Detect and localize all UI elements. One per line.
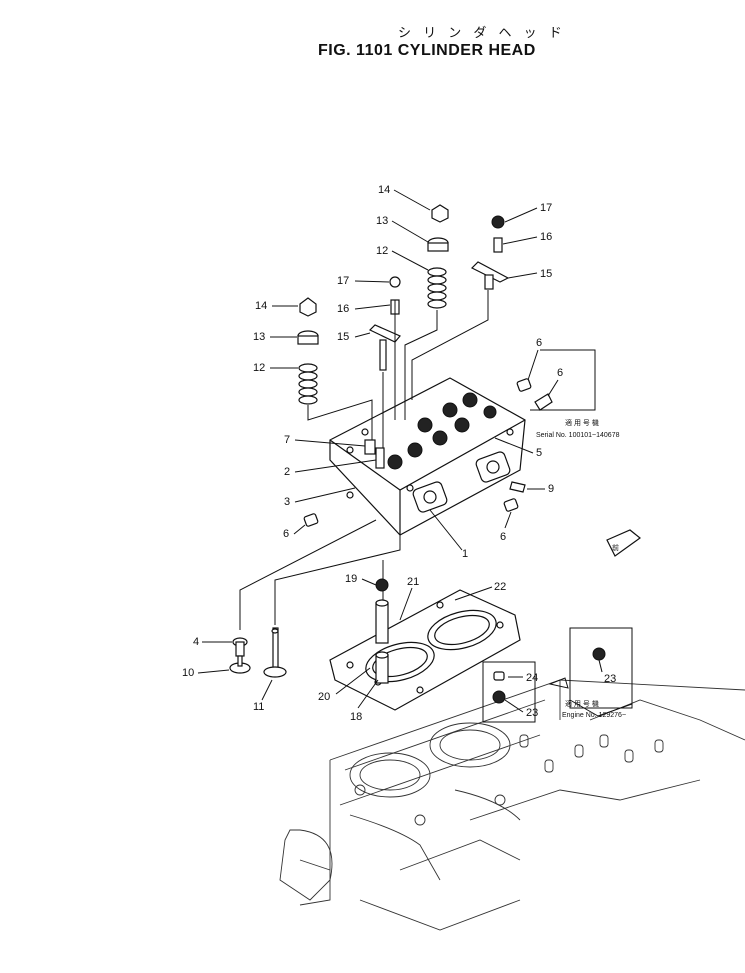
callout-13: 13 xyxy=(376,215,388,227)
variant-box-lower xyxy=(482,661,569,723)
callout-12: 12 xyxy=(253,362,265,374)
callout-12: 12 xyxy=(376,245,388,257)
side-plugs xyxy=(303,378,553,527)
callout-16: 16 xyxy=(540,231,552,243)
variant-box-upper-right xyxy=(569,627,633,717)
engine-note-lower: 適 用 号 機 Engine No. 129276~ xyxy=(562,699,626,719)
callout-15: 15 xyxy=(540,268,552,280)
engine-block xyxy=(279,679,745,931)
callout-19: 19 xyxy=(345,573,357,585)
spring-12-lower xyxy=(298,363,318,405)
valve-springs-on-head xyxy=(387,392,497,470)
callout-3: 3 xyxy=(284,496,290,508)
callout-17: 17 xyxy=(540,202,552,214)
cylinder-head xyxy=(329,377,526,536)
engine-note-kanji: 適 用 号 機 xyxy=(565,699,599,708)
callout-20: 20 xyxy=(318,691,330,703)
callout-4: 4 xyxy=(193,636,199,648)
valves xyxy=(229,627,287,678)
assembly-guide-lines xyxy=(239,290,596,630)
serial-note-text: Serial No. 100101~140678 xyxy=(536,432,620,439)
callout-23: 23 xyxy=(526,707,538,719)
callout-2: 2 xyxy=(284,466,290,478)
callout-14: 14 xyxy=(378,184,390,196)
japanese-title: シ リ ン ダ ヘ ッ ド xyxy=(398,26,566,41)
callout-6: 6 xyxy=(536,337,542,349)
callout-11: 11 xyxy=(253,701,264,713)
callout-22: 22 xyxy=(494,581,506,593)
dowel-pins xyxy=(375,578,389,684)
front-direction-marker: 前 xyxy=(606,529,641,557)
callout-13: 13 xyxy=(253,331,265,343)
callout-16: 16 xyxy=(337,303,349,315)
callout-18: 18 xyxy=(350,711,362,723)
callout-6: 6 xyxy=(283,528,289,540)
callout-labels: 14 13 12 17 16 15 14 13 12 17 16 15 6 xyxy=(182,184,616,723)
spring-12-upper xyxy=(427,267,447,309)
head-gasket xyxy=(329,589,521,711)
callout-1: 1 xyxy=(462,548,468,560)
callout-15: 15 xyxy=(337,331,349,343)
callout-6: 6 xyxy=(557,367,563,379)
callout-24: 24 xyxy=(526,672,538,684)
callout-7: 7 xyxy=(284,434,290,446)
front-marker-label: 前 xyxy=(612,543,619,552)
callout-17: 17 xyxy=(337,275,349,287)
callout-6: 6 xyxy=(500,531,506,543)
upper-left-valve-parts xyxy=(297,297,319,405)
callout-10: 10 xyxy=(182,667,194,679)
figure-title: FIG. 1101 CYLINDER HEAD xyxy=(318,42,536,59)
callout-23: 23 xyxy=(604,673,616,685)
callout-9: 9 xyxy=(548,483,554,495)
serial-note-upper: 適 用 号 機 Serial No. 100101~140678 xyxy=(536,418,620,439)
callout-21: 21 xyxy=(407,576,419,588)
engine-note-text: Engine No. 129276~ xyxy=(562,712,626,719)
callout-14: 14 xyxy=(255,300,267,312)
serial-note-kanji: 適 用 号 機 xyxy=(565,418,599,427)
callout-5: 5 xyxy=(536,447,542,459)
